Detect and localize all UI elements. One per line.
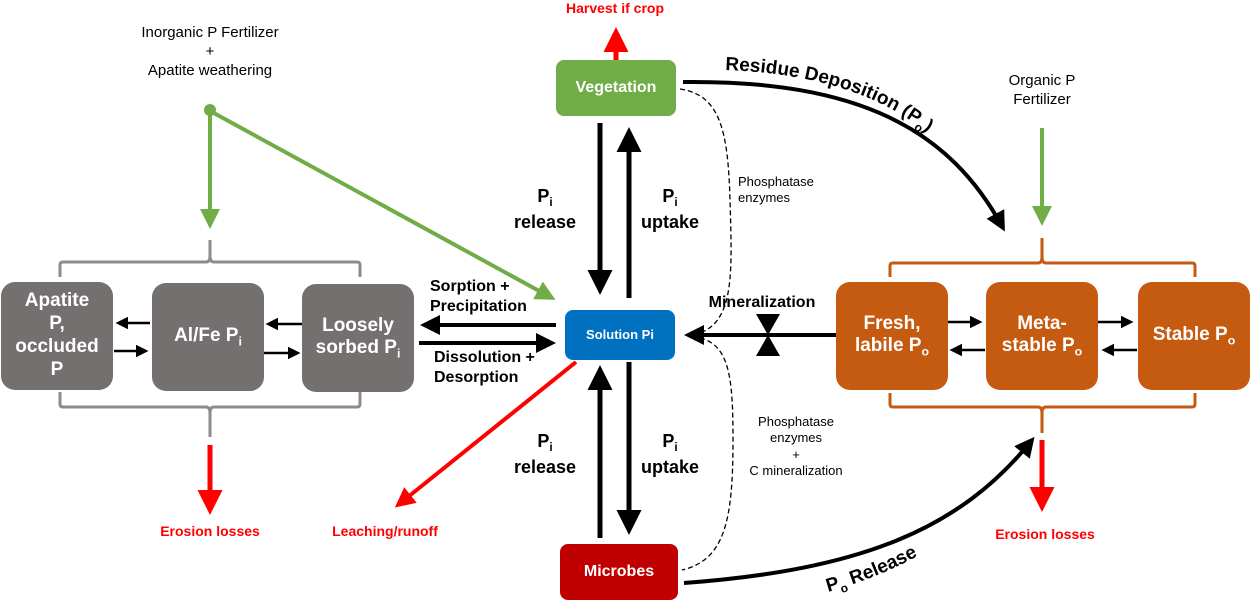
organic-input-line-2: Fertilizer xyxy=(1013,90,1071,108)
sorption-line-1: Sorption + xyxy=(430,278,510,295)
inorganic-input-line-1: Inorganic P Fertilizer xyxy=(141,24,279,41)
residue-deposition-arrow xyxy=(682,79,1005,232)
erosion-right-label: Erosion losses xyxy=(995,526,1095,542)
po-release-arrow xyxy=(683,436,1035,585)
phosphatase-mic-curve xyxy=(681,337,734,571)
organic-bracket-top xyxy=(888,238,1197,277)
phosphatase-bottom-line-2: enzymes xyxy=(769,430,823,446)
veg-release-word: release xyxy=(513,211,577,232)
dissolution-label: Dissolution + Desorption xyxy=(434,348,554,388)
phosphatase-top-line-1: Phosphatase xyxy=(738,174,814,189)
mic-release-symbol: Pi xyxy=(537,431,553,455)
inorganic-input-label: Inorganic P Fertilizer + Apatite weather… xyxy=(110,24,310,80)
phosphatase-top-line-2: enzymes xyxy=(738,190,791,206)
veg-uptake-label: Pi uptake xyxy=(630,185,710,233)
inorganic-input-line-3: Apatite weathering xyxy=(147,61,273,79)
pool-label-line: Loosely xyxy=(322,314,394,336)
inorganic-to-solution-arrow xyxy=(211,110,556,300)
veg-release-label: Pi release xyxy=(505,185,585,233)
phosphatase-bottom-line-4: C mineralization xyxy=(749,462,843,478)
pool-loosely-sorbed-pi[interactable]: Loosely sorbed Pi xyxy=(302,284,414,392)
vegetation-node[interactable]: Vegetation xyxy=(556,60,676,116)
veg-uptake-word: uptake xyxy=(640,211,700,232)
phosphatase-top-label: Phosphatase enzymes xyxy=(738,174,818,207)
pool-label: Stable Po xyxy=(1152,323,1236,348)
pool-label: Al/Fe Pi xyxy=(174,324,242,349)
phosphatase-bottom-line-3: + xyxy=(792,446,800,462)
leaching-arrow xyxy=(394,360,578,508)
veg-uptake-symbol: Pi xyxy=(662,186,678,210)
inorganic-bracket-bottom xyxy=(58,392,362,437)
inorganic-input-line-2: + xyxy=(205,42,215,60)
inorganic-bracket-top xyxy=(58,240,362,277)
harvest-label: Harvest if crop xyxy=(565,0,665,16)
pool-label-line: P xyxy=(50,358,64,380)
phosphatase-veg-curve xyxy=(679,88,732,334)
leaching-label: Leaching/runoff xyxy=(332,523,438,539)
pool-apatite-occluded[interactable]: Apatite P, occluded P xyxy=(1,282,113,390)
mineralization-valve-icon xyxy=(756,314,780,356)
dissolution-line-1: Dissolution + xyxy=(434,349,535,366)
phosphatase-bottom-line-1: Phosphatase xyxy=(758,414,834,429)
phosphatase-bottom-label: Phosphatase enzymes + C mineralization xyxy=(736,414,856,479)
organic-input-label: Organic P Fertilizer xyxy=(982,72,1102,110)
mic-release-word: release xyxy=(513,456,577,477)
mic-uptake-symbol: Pi xyxy=(662,431,678,455)
microbes-node[interactable]: Microbes xyxy=(560,544,678,600)
pool-stable-po[interactable]: Stable Po xyxy=(1138,282,1250,390)
pool-label-line: Apatite xyxy=(24,290,90,312)
pool-label-line: labile Po xyxy=(854,335,930,359)
pool-label-line: P, xyxy=(49,313,65,335)
sorption-line-2: Precipitation xyxy=(430,298,527,315)
veg-release-symbol: Pi xyxy=(537,186,553,210)
organic-bracket-bottom xyxy=(888,393,1197,433)
mineralization-label: Mineralization xyxy=(708,294,816,311)
mic-release-label: Pi release xyxy=(505,430,585,478)
mic-uptake-label: Pi uptake xyxy=(630,430,710,478)
solution-pi-node[interactable]: Solution Pi xyxy=(565,310,675,360)
erosion-left-label: Erosion losses xyxy=(160,523,260,539)
pool-al-fe-pi[interactable]: Al/Fe Pi xyxy=(152,283,264,391)
pool-meta-stable-po[interactable]: Meta- stable Po xyxy=(986,282,1098,390)
pool-label-line: stable Po xyxy=(1001,335,1083,359)
pool-fresh-labile-po[interactable]: Fresh, labile Po xyxy=(836,282,948,390)
pool-label-line: occluded xyxy=(15,336,99,357)
organic-input-line-1: Organic P xyxy=(1008,72,1076,89)
mic-uptake-word: uptake xyxy=(640,456,700,477)
sorption-label: Sorption + Precipitation xyxy=(430,277,550,317)
pool-label-line: Meta- xyxy=(1017,312,1067,334)
pool-label-line: Fresh, xyxy=(863,312,921,334)
pool-label-line: sorbed Pi xyxy=(315,337,401,361)
dissolution-line-2: Desorption xyxy=(434,369,519,386)
